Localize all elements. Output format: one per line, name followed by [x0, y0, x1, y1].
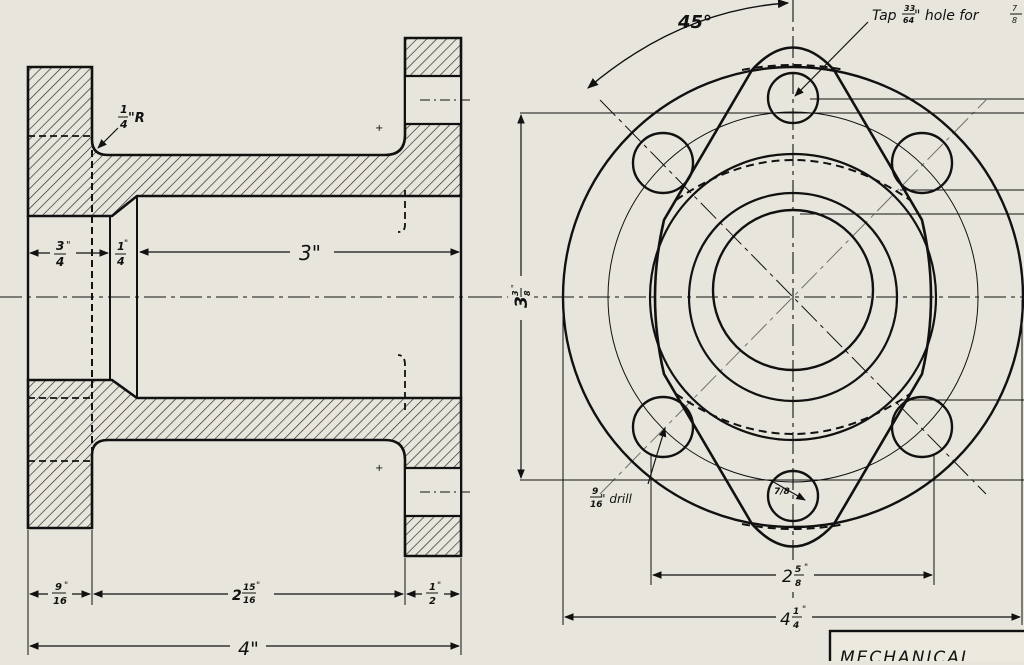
svg-text:8: 8 [523, 290, 532, 296]
dim-bore-length: 3" [299, 241, 321, 265]
svg-text:5: 5 [795, 565, 801, 575]
svg-text:7: 7 [1012, 4, 1018, 13]
lower-wall-section [26, 378, 463, 558]
svg-text:4: 4 [780, 610, 791, 630]
dim-bolt-span: 2 5 8 " [782, 563, 808, 589]
small-radius-label: 7/8 [774, 487, 790, 497]
svg-text:": " [124, 239, 128, 249]
svg-text:9: 9 [55, 582, 62, 593]
tap-hole-top [766, 71, 820, 125]
svg-text:Tap: Tap [872, 8, 897, 24]
bolt-circle [607, 111, 979, 483]
svg-text:16: 16 [243, 596, 256, 606]
svg-text:" drill: " drill [600, 492, 633, 506]
tap-hole-bottom [766, 469, 820, 523]
svg-text:4: 4 [792, 621, 799, 631]
upper-bolt-hole-gap [406, 76, 460, 124]
drill-note: 9 16 " drill [590, 487, 633, 510]
svg-text:64: 64 [903, 16, 915, 25]
svg-text:": " [437, 581, 441, 591]
svg-text:": " [804, 563, 808, 573]
svg-text:+: + [375, 463, 383, 474]
svg-text:15: 15 [243, 583, 256, 593]
hub-circle-inner [711, 208, 875, 372]
svg-text:" hole for: " hole for [914, 8, 980, 24]
bolt-hole-lower-right [890, 395, 954, 459]
radius-note: 1 4 "R [118, 103, 145, 131]
svg-text:3: 3 [512, 296, 532, 308]
svg-text:8: 8 [1012, 16, 1017, 25]
tap-note: Tap 33 64 " hole for 7 8 [872, 4, 1022, 25]
lower-bolt-hole-gap [406, 468, 460, 516]
flange-outer-circle [561, 65, 1024, 529]
dim-bore-depth: 3 4 " [54, 239, 71, 269]
title-block-text: MECHANICAL [840, 648, 972, 661]
dim-bottom-mid: 2 15 16 " [232, 581, 260, 606]
dim-bottom-right: 1 2 " [426, 581, 441, 607]
bolt-hole-upper-right [890, 131, 954, 195]
svg-text:4: 4 [116, 255, 125, 268]
bolt-hole-lower-left [631, 395, 695, 459]
dim-overall: 4" [238, 638, 259, 660]
svg-text:4: 4 [119, 118, 128, 131]
hub-circle-mid [687, 191, 899, 403]
svg-text:1: 1 [429, 582, 436, 593]
svg-text:2: 2 [782, 567, 793, 587]
svg-text:8: 8 [795, 579, 801, 589]
dim-flange-dia: 4 1 4 " [780, 605, 806, 631]
dim-chamfer: 1 4 " [115, 239, 128, 268]
hub-circle-large [648, 152, 938, 442]
svg-text:": " [802, 605, 806, 615]
svg-text:33: 33 [904, 4, 916, 13]
svg-text:16: 16 [590, 500, 603, 510]
bolt-hole-upper-left [631, 131, 695, 195]
section-view: 1 4 "R 3 4 " 1 4 " 3" [0, 36, 480, 660]
upper-wall-section [26, 36, 463, 218]
svg-text:3: 3 [56, 239, 64, 253]
angle-label: 45° [677, 12, 712, 33]
svg-text:1: 1 [120, 103, 128, 116]
svg-text:4: 4 [55, 255, 64, 269]
svg-text:2: 2 [232, 588, 242, 604]
svg-text:16: 16 [53, 596, 67, 607]
svg-text:": " [510, 284, 519, 288]
svg-text:"R: "R [128, 111, 145, 126]
svg-text:1: 1 [793, 607, 799, 617]
lug-outline [653, 46, 933, 548]
front-view: 45° Tap 33 64 " hole for 7 8 3 3 8 " 9 [480, 0, 1024, 632]
svg-text:+: + [375, 123, 383, 134]
svg-text:": " [64, 581, 68, 591]
dim-height: 3 3 8 " [510, 284, 532, 308]
svg-text:": " [66, 240, 71, 251]
svg-text:9: 9 [592, 487, 598, 497]
dim-bottom-left: 9 16 " [52, 581, 68, 607]
svg-text:2: 2 [429, 596, 436, 607]
svg-text:3: 3 [511, 290, 520, 296]
title-block: MECHANICAL [828, 629, 1024, 665]
svg-text:1: 1 [117, 240, 125, 253]
svg-text:": " [256, 581, 260, 591]
